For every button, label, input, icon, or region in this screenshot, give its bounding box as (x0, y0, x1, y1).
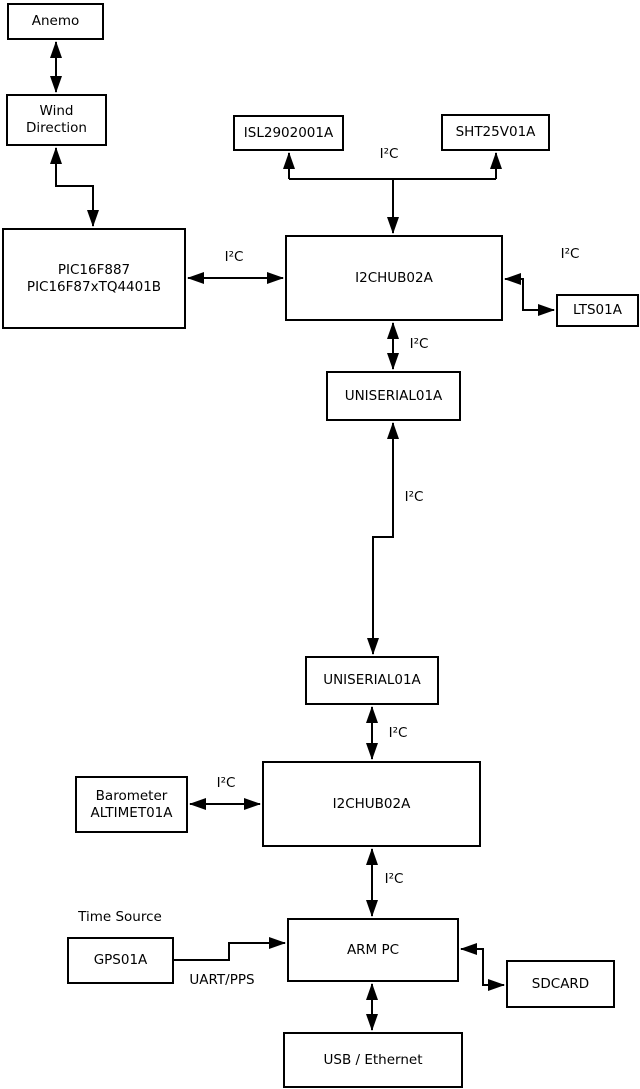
label-time-source: Time Source (78, 909, 162, 925)
node-barometer-altimet01a-label: Barometer ALTIMET01A (90, 787, 173, 821)
node-anemo: Anemo (7, 3, 104, 40)
node-wind-direction-label: Wind Direction (26, 103, 87, 136)
label-i2c-hub1-uniserial: I²C (409, 336, 429, 352)
arrow-i2chub1-lts01a (504, 273, 555, 316)
edge-uniserial1-uniserial2 (367, 422, 399, 655)
label-i2c-uniserial-link: I²C (404, 489, 424, 505)
node-uniserial01a-lower-label: UNISERIAL01A (323, 672, 421, 688)
node-sdcard: SDCARD (506, 960, 615, 1008)
label-i2c-hub1-lts: I²C (560, 246, 580, 262)
node-usb-ethernet-label: USB / Ethernet (323, 1051, 423, 1068)
node-i2chub02a-upper: I2CHUB02A (285, 235, 503, 321)
label-i2c-barometer-hub2: I²C (216, 775, 236, 791)
node-pic16f887-label: PIC16F887 PIC16F87xTQ4401B (26, 261, 162, 295)
node-uniserial01a-upper-label: UNISERIAL01A (344, 387, 443, 404)
node-arm-pc: ARM PC (287, 918, 459, 982)
label-i2c-hub2-arm: I²C (384, 871, 404, 887)
node-i2chub02a-lower: I2CHUB02A (262, 761, 481, 847)
arrow-gps-armpc (174, 937, 286, 961)
node-i2chub02a-upper-label: I2CHUB02A (355, 269, 433, 286)
node-sht25v01a: SHT25V01A (441, 114, 550, 151)
node-uniserial01a-upper: UNISERIAL01A (326, 371, 461, 421)
label-i2c-uniserial-hub2: I²C (388, 725, 408, 741)
edge-winddirection-pic (50, 147, 99, 227)
node-isl2902001a-label: ISL2902001A (243, 124, 334, 141)
label-uart-pps: UART/PPS (189, 972, 255, 988)
node-gps01a: GPS01A (67, 937, 174, 984)
node-sdcard-label: SDCARD (531, 975, 590, 992)
edge-armpc-sdcard (460, 943, 505, 991)
node-sht25v01a-label: SHT25V01A (455, 124, 536, 140)
node-wind-direction: Wind Direction (6, 94, 107, 146)
label-i2c-pic-hub1: I²C (224, 249, 244, 265)
edge-gps-armpc (174, 937, 286, 961)
node-lts01a-label: LTS01A (573, 302, 622, 318)
label-i2c-isl-sht: I²C (379, 146, 399, 162)
node-arm-pc-label: ARM PC (346, 941, 400, 958)
node-gps01a-label: GPS01A (93, 952, 148, 968)
node-pic16f887: PIC16F887 PIC16F87xTQ4401B (2, 228, 186, 329)
arrow-uniserial1-uniserial2 (367, 422, 399, 655)
arrow-winddirection-pic (50, 147, 99, 227)
node-isl2902001a: ISL2902001A (233, 115, 344, 151)
arrow-armpc-sdcard (460, 943, 505, 991)
node-usb-ethernet: USB / Ethernet (283, 1032, 463, 1088)
node-lts01a: LTS01A (556, 294, 639, 327)
node-uniserial01a-lower: UNISERIAL01A (305, 656, 439, 705)
node-barometer-altimet01a: Barometer ALTIMET01A (75, 776, 188, 833)
node-anemo-label: Anemo (31, 13, 80, 29)
node-i2chub02a-lower-label: I2CHUB02A (332, 795, 411, 812)
edge-i2chub1-lts01a (504, 273, 555, 316)
edge-i2chub1-isl-sht-bus (283, 152, 502, 234)
